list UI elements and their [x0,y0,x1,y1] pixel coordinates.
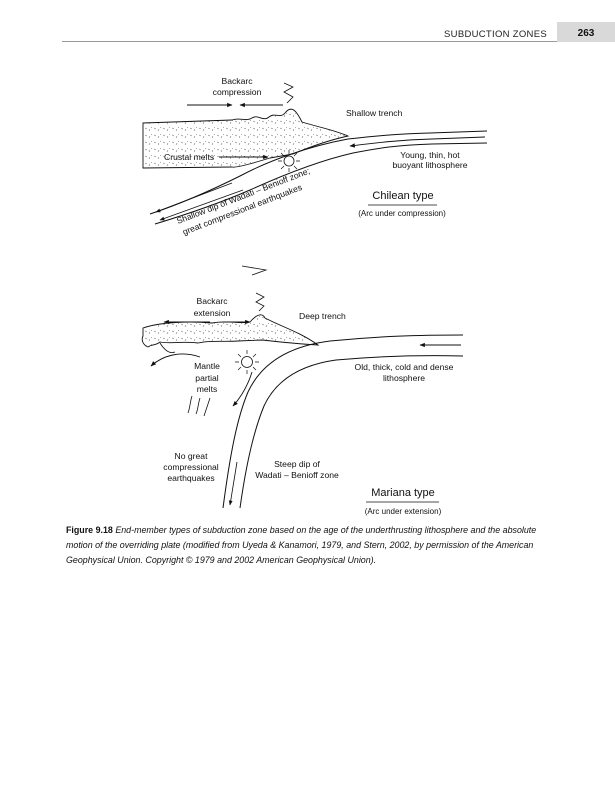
mariana-slab-top [222,334,464,509]
chilean-type-title: Chilean type [372,190,433,202]
page-number: 263 [577,28,595,39]
chilean-plate-motion-arrow [349,136,486,148]
crustal-melts-label: Crustal melts [164,152,214,162]
young-lithosphere-label-1: Young, thin, hot [400,150,460,160]
mariana-backarc-label: Backarc [196,296,228,306]
mariana-backarc-basin [159,342,176,353]
page-header: SUBDUCTION ZONES 263 [0,0,615,42]
old-lithosphere-label-2: lithosphere [383,373,425,383]
melts-label: melts [197,384,218,394]
figure-caption-text: End-member types of subduction zone base… [66,525,537,565]
no-earthquakes-label-1: No great [175,451,209,461]
chilean-compression-label: compression [213,87,262,97]
mariana-type-subtitle: (Arc under extension) [365,507,442,516]
mariana-slab-bottom [239,355,464,509]
mariana-type-title: Mariana type [371,487,435,499]
mantle-flow-arrow-right [232,371,253,407]
running-title: SUBDUCTION ZONES [444,29,547,40]
mantle-flow-arrow-left [150,353,201,367]
chilean-overriding-plate [142,108,350,169]
shallow-trench-label: Shallow trench [346,108,403,118]
mariana-volcano-zigzag [255,292,265,312]
mariana-diagram: Backarc extension Deep trench Mantle par… [141,265,464,516]
partial-label: partial [195,373,218,383]
figure-9-18: Backarc compression Shallow trench Crust… [141,76,488,516]
young-lithosphere-label-2: buoyant lithosphere [392,160,467,170]
no-earthquakes-label-2: compressional [163,462,218,472]
steep-dip-label-2: Wadati – Benioff zone [255,470,339,480]
figure-label: Figure 9.18 [66,525,113,535]
steep-dip-label-1: Steep dip of [274,459,320,469]
chilean-type-subtitle: (Arc under compression) [358,209,446,218]
mariana-motion-mark [241,265,268,276]
deep-trench-label: Deep trench [299,311,346,321]
no-earthquakes-label-3: earthquakes [167,473,214,483]
chilean-slab-arrow-upper [155,182,233,213]
chilean-slab-arrow-lower [159,189,244,221]
figure-caption: Figure 9.18 End-member types of subducti… [66,523,554,568]
mariana-extension-label: extension [194,308,231,318]
mariana-slab-arrow [228,461,238,506]
mariana-overriding-plate [141,314,320,348]
mantle-rise-marks [187,395,211,417]
page-number-box: 263 [557,22,615,42]
mantle-label: Mantle [194,361,220,371]
mariana-earthquake-icon [235,350,259,374]
header-rule [62,41,615,42]
chilean-diagram: Backarc compression Shallow trench Crust… [142,76,488,237]
chilean-earthquake-icon [278,150,300,172]
chilean-backarc-label: Backarc [221,76,253,86]
old-lithosphere-label-1: Old, thick, cold and dense [355,362,454,372]
chilean-volcano-zigzag [283,82,294,104]
chilean-slab-bottom [154,142,488,225]
